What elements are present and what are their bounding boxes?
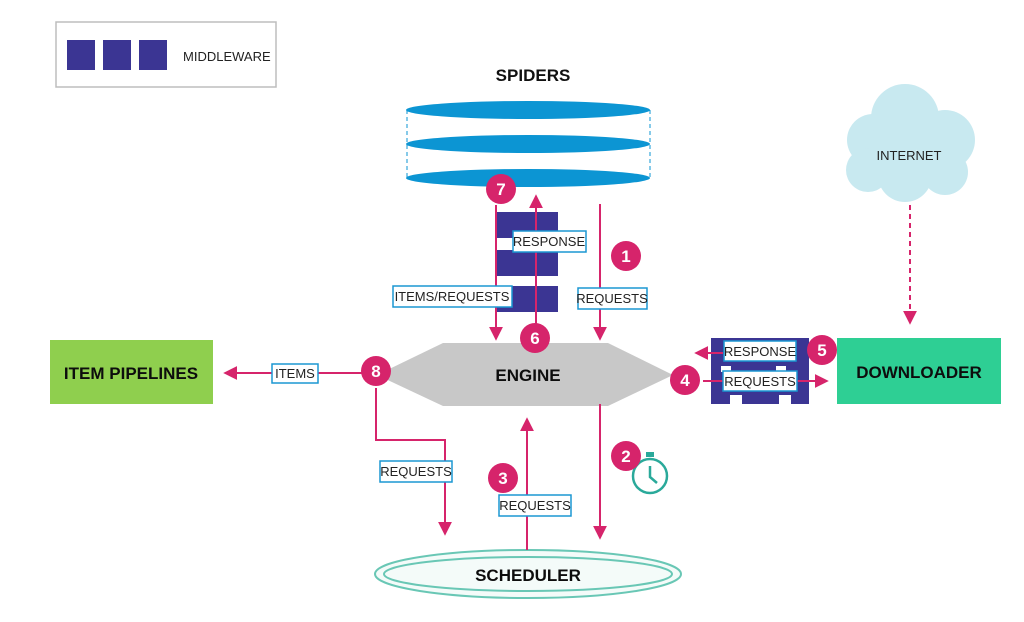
label-requests-1: REQUESTS [576, 291, 648, 306]
downloader-box [837, 338, 1001, 404]
engine-label: ENGINE [495, 366, 560, 385]
label-items: ITEMS [275, 366, 315, 381]
label-requests-downloader: REQUESTS [724, 374, 796, 389]
legend: MIDDLEWARE [55, 21, 277, 88]
internet-label: INTERNET [877, 148, 942, 163]
step-8-badge: 8 [371, 362, 380, 381]
legend-middleware-swatch [103, 40, 131, 70]
spiders-stack: SPIDERS [406, 66, 651, 187]
step-3-badge: 3 [498, 469, 507, 488]
downloader-label: DOWNLOADER [856, 363, 982, 382]
item-pipelines-box [50, 340, 213, 404]
legend-middleware-swatch [67, 40, 95, 70]
label-response-spider: RESPONSE [513, 234, 586, 249]
scheduler-label: SCHEDULER [475, 566, 581, 585]
spiders-title: SPIDERS [496, 66, 571, 85]
legend-label: MIDDLEWARE [183, 49, 271, 64]
internet-cloud: INTERNET [846, 84, 975, 202]
step-1-badge: 1 [621, 247, 630, 266]
engine-shape [377, 343, 673, 406]
label-items-requests: ITEMS/REQUESTS [395, 289, 510, 304]
stopwatch-icon [631, 452, 669, 495]
label-requests-8: REQUESTS [380, 464, 452, 479]
step-5-badge: 5 [817, 341, 826, 360]
step-2-badge: 2 [621, 447, 630, 466]
step-6-badge: 6 [530, 329, 539, 348]
label-response-downloader: RESPONSE [724, 344, 797, 359]
item-pipelines-label: ITEM PIPELINES [64, 364, 198, 383]
step-7-badge: 7 [496, 180, 505, 199]
arrow-requests-8 [375, 388, 452, 536]
legend-middleware-swatch [139, 40, 167, 70]
step-4-badge: 4 [680, 371, 690, 390]
label-requests-3: REQUESTS [499, 498, 571, 513]
